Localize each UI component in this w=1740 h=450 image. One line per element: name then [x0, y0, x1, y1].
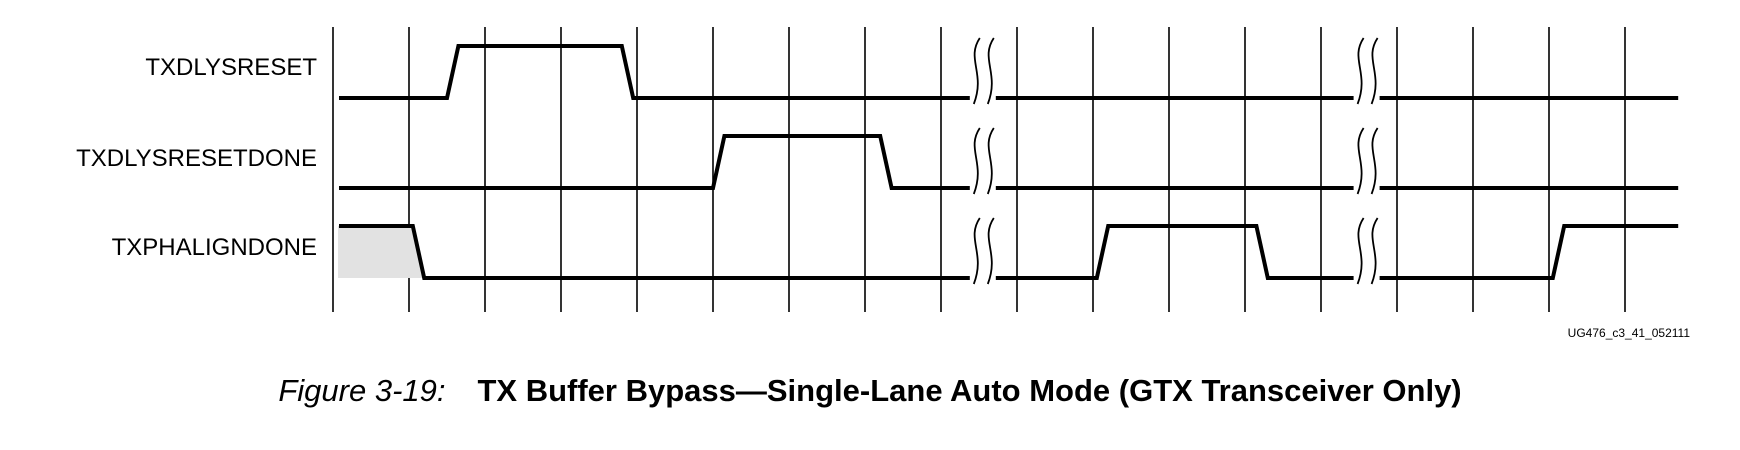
waveform-txdlysreset: [339, 44, 1679, 100]
break-gap: [969, 94, 996, 102]
time-break-icon: [1370, 217, 1379, 285]
time-break-icon: [1356, 127, 1365, 195]
break-gap: [969, 274, 996, 282]
figure-title: TX Buffer Bypass—Single-Lane Auto Mode (…: [477, 373, 1462, 408]
figure-caption: Figure 3-19: TX Buffer Bypass—Single-Lane…: [0, 373, 1740, 409]
signal-label-txdlysresetdone: TXDLYSRESETDONE: [76, 145, 317, 172]
time-break-icon: [986, 127, 995, 195]
break-gap: [969, 184, 996, 192]
waveform-txdlysresetdone: [339, 134, 1679, 190]
time-break-icon: [1370, 127, 1379, 195]
figure-number: Figure 3-19:: [278, 373, 446, 408]
break-gap: [1353, 184, 1380, 192]
unknown-state-region: [338, 226, 425, 278]
break-gap: [1353, 274, 1380, 282]
time-break-icon: [972, 217, 981, 285]
time-break-icon: [1356, 37, 1365, 105]
waveform-txphaligndone: [339, 224, 1679, 280]
time-break-icon: [986, 37, 995, 105]
break-gap: [1353, 94, 1380, 102]
time-break-icon: [972, 37, 981, 105]
signal-label-txphaligndone: TXPHALIGNDONE: [111, 234, 317, 261]
time-break-icon: [1356, 217, 1365, 285]
signal-label-txdlysreset: TXDLYSRESET: [145, 54, 317, 81]
figure-id: UG476_c3_41_052111: [1567, 326, 1690, 340]
time-break-icon: [986, 217, 995, 285]
time-break-icon: [1370, 37, 1379, 105]
time-break-icon: [972, 127, 981, 195]
